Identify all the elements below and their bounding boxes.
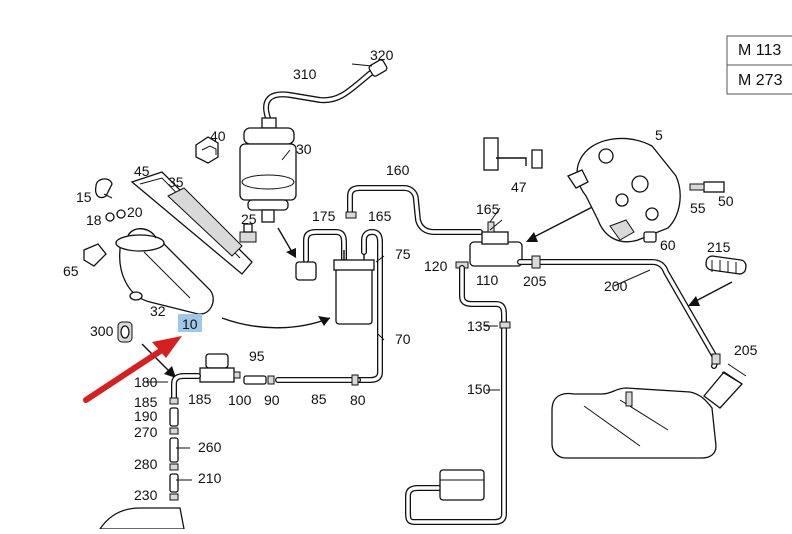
clamp-18-20 <box>105 209 126 222</box>
pressure-regulator-95 <box>199 353 241 383</box>
arrow-filter-to-valve <box>277 227 296 258</box>
connector-135 <box>499 321 511 329</box>
callout-230: 230 <box>134 487 158 503</box>
callout-95: 95 <box>249 348 265 364</box>
connector-205b <box>711 353 721 365</box>
callout-70: 70 <box>395 331 411 347</box>
callout-190: 190 <box>134 408 158 424</box>
line-180 <box>169 373 201 501</box>
seal-32 <box>129 291 143 301</box>
callout-120: 120 <box>424 258 448 274</box>
arrow-to-tank-205 <box>688 281 733 306</box>
bracket-35 <box>167 187 243 257</box>
callout-75: 75 <box>395 246 411 262</box>
callout-18: 18 <box>86 212 102 228</box>
callout-32: 32 <box>150 303 166 319</box>
pointer-red-arrow <box>83 336 182 403</box>
callout-10-highlighted: 10 <box>182 316 198 332</box>
connector-65 <box>83 243 107 267</box>
valve-lower <box>439 469 485 501</box>
callout-labels: 320 310 30 40 45 35 15 18 20 25 65 32 30… <box>63 47 758 503</box>
intake-manifold-5 <box>567 137 681 243</box>
callout-200: 200 <box>604 278 628 294</box>
hose-end-320 <box>368 59 388 77</box>
callout-185-a: 185 <box>134 394 158 410</box>
engine-code-box: M 113 M 273 <box>726 35 792 95</box>
shutoff-valve <box>295 261 317 281</box>
callout-160: 160 <box>386 162 410 178</box>
callout-165-a: 165 <box>368 208 392 224</box>
hose-310 <box>263 69 375 121</box>
callout-210: 210 <box>198 470 222 486</box>
connector-165a <box>345 211 357 219</box>
engine-code-1: M 113 <box>738 42 781 59</box>
connector-205a <box>531 255 541 269</box>
callout-55: 55 <box>690 200 706 216</box>
callout-90: 90 <box>264 392 280 408</box>
callout-20: 20 <box>127 204 143 220</box>
clip-40 <box>195 136 219 164</box>
callout-65: 65 <box>63 263 79 279</box>
tube-160 <box>347 185 483 235</box>
grommet-300 <box>117 321 133 343</box>
callout-100: 100 <box>228 392 252 408</box>
callout-45: 45 <box>134 163 150 179</box>
callout-80: 80 <box>350 392 366 408</box>
callout-260: 260 <box>198 439 222 455</box>
carbon-canister <box>333 250 375 325</box>
callout-30: 30 <box>296 141 312 157</box>
callout-185-b: 185 <box>188 391 212 407</box>
tank-fitting-bottom <box>98 507 185 530</box>
callout-300: 300 <box>90 323 114 339</box>
callout-35: 35 <box>168 174 184 190</box>
callout-47: 47 <box>511 179 527 195</box>
callout-25: 25 <box>241 211 257 227</box>
valve-110 <box>469 221 523 267</box>
line-85 <box>243 374 361 386</box>
seal-60 <box>643 231 657 243</box>
bolt-50-55 <box>689 181 725 193</box>
callout-320: 320 <box>370 47 394 63</box>
callout-50: 50 <box>718 193 734 209</box>
tube-75-70 <box>355 229 383 383</box>
callout-5: 5 <box>655 127 663 143</box>
fuel-filter-30 <box>239 117 297 223</box>
callout-110: 110 <box>476 272 499 288</box>
callout-180: 180 <box>134 374 158 390</box>
callout-60: 60 <box>660 237 676 253</box>
callout-40: 40 <box>210 128 226 144</box>
callout-310: 310 <box>293 66 317 82</box>
engine-code-2: M 273 <box>738 72 783 89</box>
callout-175: 175 <box>312 208 336 224</box>
callout-85: 85 <box>311 391 327 407</box>
filter-215 <box>705 255 747 275</box>
highlight-box <box>178 314 202 332</box>
callout-280: 280 <box>134 456 158 472</box>
callout-135: 135 <box>467 318 491 334</box>
callout-150: 150 <box>467 381 491 397</box>
callout-205-b: 205 <box>734 342 758 358</box>
callout-215: 215 <box>707 239 731 255</box>
bolt-25 <box>239 223 257 243</box>
leader-lines <box>103 63 651 481</box>
fuel-pump-10 <box>115 228 214 315</box>
tube-175 <box>303 229 347 265</box>
arrow-pump-to-canister <box>221 316 331 329</box>
callout-205-a: 205 <box>523 273 547 289</box>
callout-15: 15 <box>76 189 92 205</box>
line-135-150 <box>405 265 507 525</box>
hose-clamp-15 <box>94 178 113 199</box>
arrow-lines-180 <box>141 343 176 378</box>
callout-270: 270 <box>134 424 158 440</box>
fuel-tank <box>551 363 747 459</box>
callout-165-b: 165 <box>476 201 500 217</box>
bracket-47 <box>483 137 543 171</box>
